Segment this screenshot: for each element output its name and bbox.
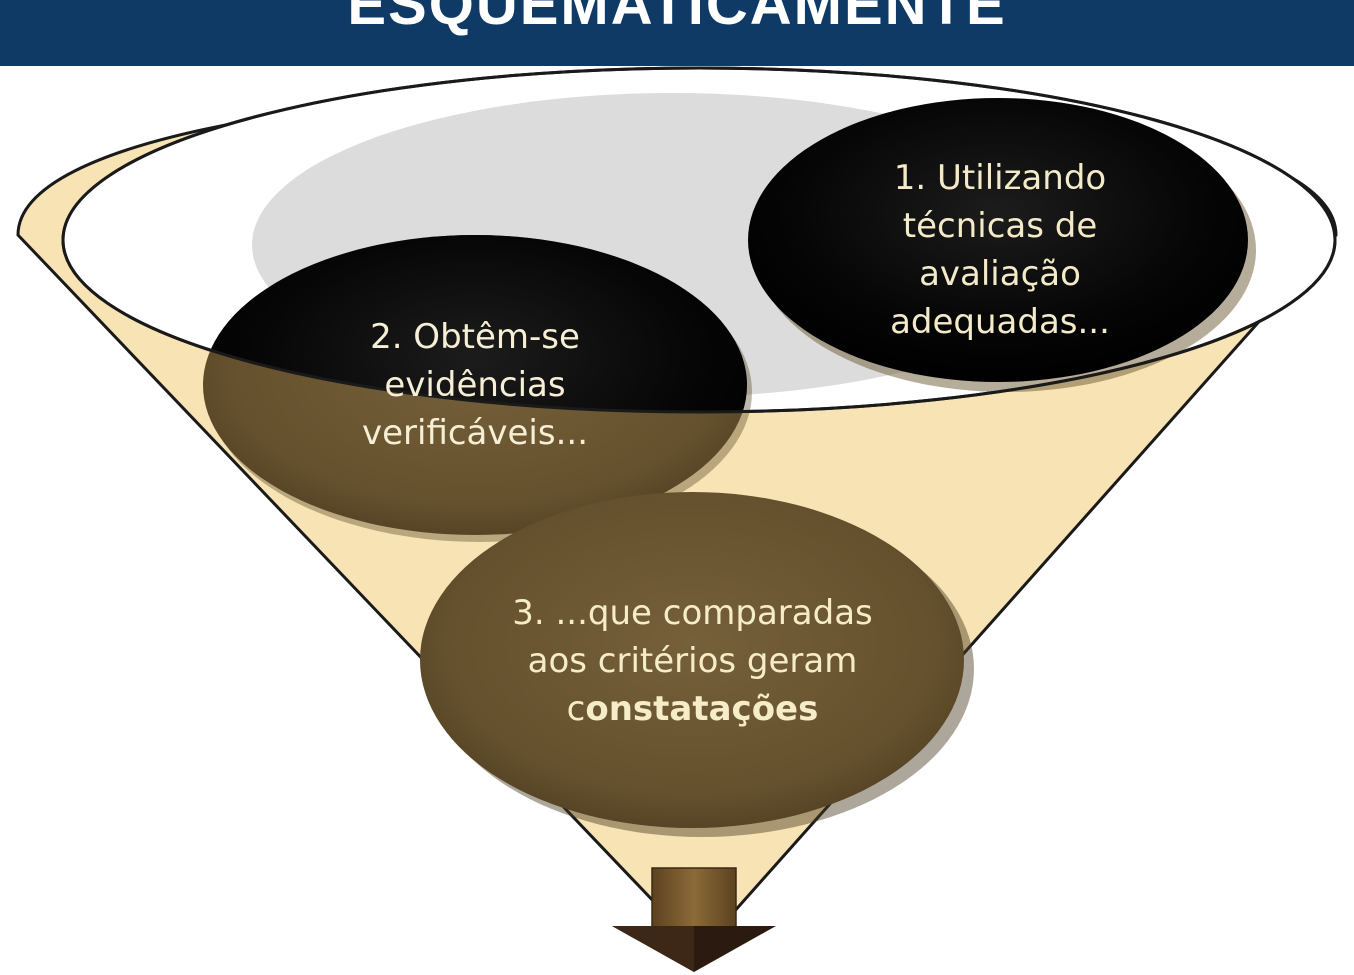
step-1-label: 1. Utilizando técnicas de avaliação adeq…: [800, 154, 1200, 346]
header-bar: ESQUEMATICAMENTE: [0, 0, 1354, 66]
step-2-line: evidências: [384, 365, 566, 405]
step-1-line: 1. Utilizando: [893, 158, 1107, 198]
step-3-line: aos critérios geram: [527, 641, 858, 681]
step-3-ellipse: [420, 492, 974, 837]
funnel-rim-line: [61, 66, 1337, 414]
down-arrow-icon: [612, 867, 776, 972]
step-1-line: técnicas de: [902, 206, 1098, 246]
step-3-line: 3. ...que comparadas: [512, 593, 873, 633]
step-3-emphasis-prefix: c: [566, 689, 586, 729]
step-3-line-emphasis: constatações: [455, 685, 930, 733]
step-2-line: 2. Obtêm-se: [370, 317, 580, 357]
step-3-label: 3. ...que comparadas aos critérios geram…: [455, 589, 930, 733]
step-2-label: 2. Obtêm-se evidências verificáveis...: [270, 313, 680, 457]
step-1-line: avaliação: [919, 254, 1081, 294]
step-2-line: verificáveis...: [361, 413, 589, 453]
step-1-line: adequadas...: [890, 302, 1110, 342]
step-2-ellipse: [203, 235, 752, 542]
step-1-ellipse: [748, 98, 1256, 392]
page-title: ESQUEMATICAMENTE: [347, 0, 1007, 37]
step-3-emphasis-bold: onstatações: [585, 689, 819, 729]
